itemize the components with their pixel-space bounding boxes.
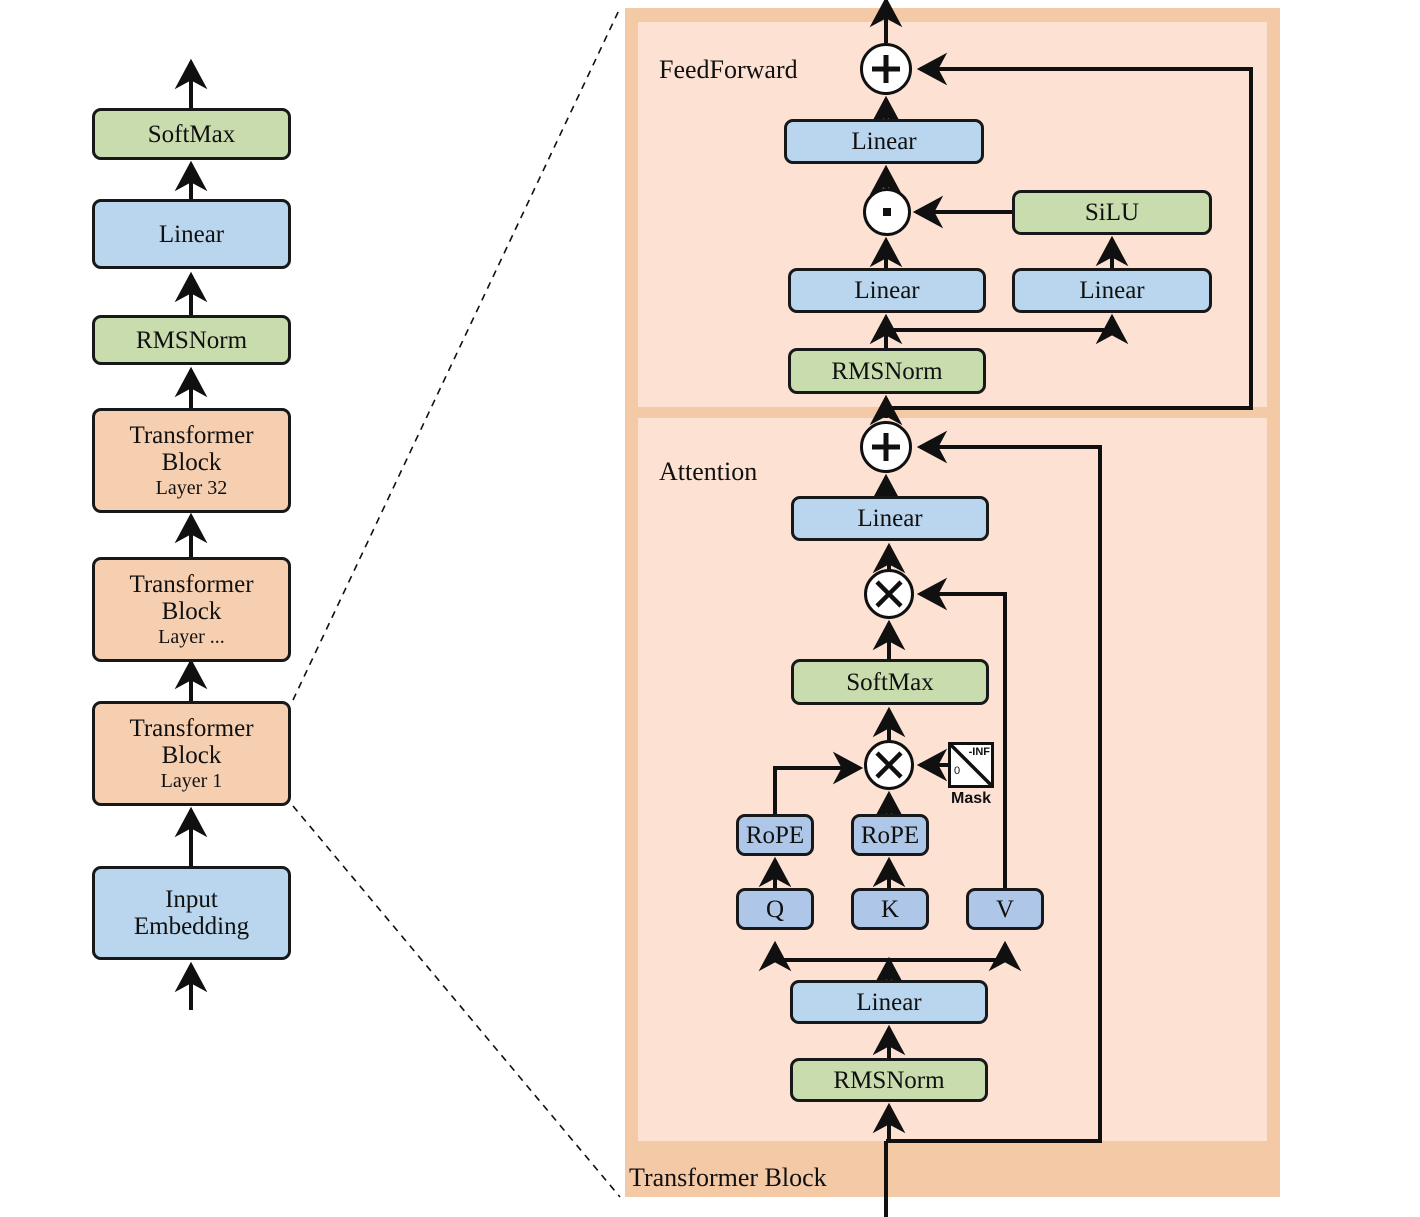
ff-gate-linear-label: Linear bbox=[854, 277, 920, 304]
block32-line2: Block bbox=[161, 448, 222, 476]
ff-silu-box: SiLU bbox=[1012, 190, 1212, 235]
mask-upper-value: -INF bbox=[968, 746, 990, 758]
attn-mask-glyph: -INF 0 Mask bbox=[948, 742, 994, 807]
attn-v-box: V bbox=[966, 888, 1044, 930]
attn-q-label: Q bbox=[765, 895, 785, 923]
attn-softmax-label: SoftMax bbox=[846, 668, 934, 696]
mask-icon: -INF 0 bbox=[948, 742, 994, 788]
stack-rmsnorm-box: RMSNorm bbox=[92, 315, 291, 365]
stack-transformer-block-32: Transformer Block Layer 32 bbox=[92, 408, 291, 513]
ff-up-linear-label: Linear bbox=[1079, 277, 1145, 304]
attn-softmax-box: SoftMax bbox=[791, 659, 989, 705]
blockmid-line2: Block bbox=[161, 597, 222, 625]
attn-qkv-linear-box: Linear bbox=[790, 980, 988, 1024]
ff-rmsnorm-label: RMSNorm bbox=[831, 357, 943, 385]
stack-linear-box: Linear bbox=[92, 199, 291, 269]
plus-icon bbox=[872, 433, 900, 461]
stack-linear-label: Linear bbox=[158, 220, 225, 248]
attn-rmsnorm-label: RMSNorm bbox=[833, 1066, 945, 1094]
blockmid-line1: Transformer bbox=[129, 570, 254, 598]
ff-gate-linear-box: Linear bbox=[788, 268, 986, 313]
ff-out-linear-label: Linear bbox=[851, 128, 917, 155]
ff-elementwise-mul-op bbox=[863, 188, 911, 236]
attn-rope-q-label: RoPE bbox=[745, 821, 805, 849]
plus-icon bbox=[872, 55, 900, 83]
block32-line1: Transformer bbox=[129, 421, 254, 449]
attn-rope-q-box: RoPE bbox=[736, 814, 814, 856]
attn-add-op bbox=[860, 421, 912, 473]
dot-icon bbox=[883, 208, 891, 216]
ff-add-op bbox=[860, 43, 912, 95]
ff-out-linear-box: Linear bbox=[784, 119, 984, 164]
zoom-guide-lines bbox=[292, 7, 621, 1198]
attn-rope-k-box: RoPE bbox=[851, 814, 929, 856]
attn-rmsnorm-box: RMSNorm bbox=[790, 1058, 988, 1102]
input-embedding-line1: Input bbox=[165, 886, 218, 913]
attn-out-linear-label: Linear bbox=[857, 505, 923, 532]
stack-softmax-label: SoftMax bbox=[147, 120, 236, 148]
stack-rmsnorm-label: RMSNorm bbox=[135, 326, 248, 354]
attn-qkv-linear-label: Linear bbox=[856, 988, 922, 1016]
attn-matmul-qk-op bbox=[864, 740, 914, 790]
attn-rope-k-label: RoPE bbox=[860, 821, 920, 849]
attn-k-box: K bbox=[851, 888, 929, 930]
attn-out-linear-box: Linear bbox=[791, 496, 989, 541]
block32-layer: Layer 32 bbox=[155, 476, 228, 499]
cross-multiply-icon bbox=[875, 751, 903, 779]
cross-multiply-icon bbox=[875, 580, 903, 608]
attn-matmul-av-op bbox=[864, 569, 914, 619]
block1-line1: Transformer bbox=[129, 714, 254, 742]
attn-q-box: Q bbox=[736, 888, 814, 930]
stack-input-embedding-box: Input Embedding bbox=[92, 866, 291, 960]
attn-k-label: K bbox=[880, 895, 900, 923]
ff-up-linear-box: Linear bbox=[1012, 268, 1212, 313]
feedforward-title: FeedForward bbox=[659, 55, 798, 84]
mask-label: Mask bbox=[950, 790, 992, 807]
block1-layer: Layer 1 bbox=[160, 769, 223, 792]
transformer-block-container-label: Transformer Block bbox=[629, 1163, 827, 1192]
ff-rmsnorm-box: RMSNorm bbox=[788, 348, 986, 394]
block1-line2: Block bbox=[161, 741, 222, 769]
ff-silu-label: SiLU bbox=[1084, 199, 1140, 226]
mask-lower-value: 0 bbox=[954, 765, 961, 777]
stack-softmax-box: SoftMax bbox=[92, 108, 291, 160]
attn-v-label: V bbox=[995, 895, 1015, 923]
stack-transformer-block-1: Transformer Block Layer 1 bbox=[92, 701, 291, 806]
attention-title: Attention bbox=[659, 457, 758, 486]
blockmid-layer: Layer ... bbox=[158, 625, 225, 648]
input-embedding-line2: Embedding bbox=[133, 913, 250, 940]
stack-transformer-block-mid: Transformer Block Layer ... bbox=[92, 557, 291, 662]
